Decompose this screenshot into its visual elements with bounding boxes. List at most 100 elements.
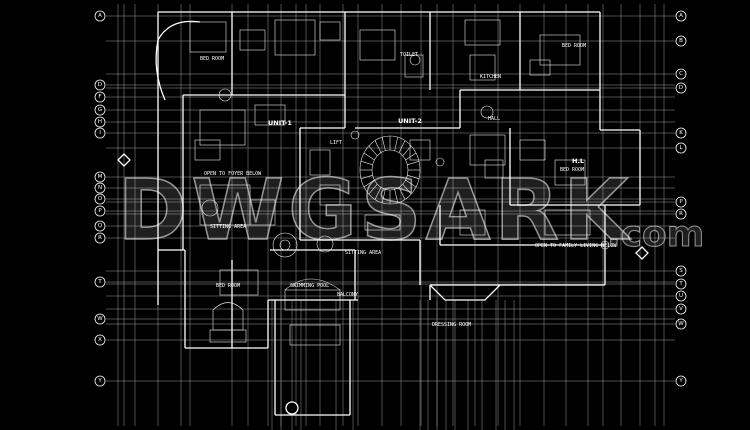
grid-bubble-left-m: M — [94, 171, 106, 183]
room-label-toilet: TOILET — [400, 52, 418, 58]
furniture-block — [484, 159, 504, 179]
svg-text:T: T — [97, 279, 102, 285]
svg-text:T: T — [678, 281, 683, 287]
furniture-block — [274, 19, 316, 56]
grid-bubbles-right: A B C D K L P R S T U V W Y — [675, 10, 687, 387]
stair-tread — [368, 145, 378, 157]
stair-tread — [405, 152, 417, 161]
furniture-block — [519, 139, 546, 161]
small-stair-core — [279, 239, 291, 251]
grid-bubble-right-w: W — [675, 318, 687, 330]
room-labels: BED ROOM BED ROOM BED ROOM UNIT-1 UNIT-2… — [200, 43, 617, 328]
bed-headboard — [209, 329, 247, 343]
svg-text:W: W — [678, 321, 684, 327]
furniture-block — [319, 21, 341, 41]
bay-window-south — [429, 284, 501, 301]
svg-text:P: P — [679, 199, 683, 205]
grid-bubble-right-y: Y — [675, 375, 687, 387]
svg-text:P: P — [98, 208, 102, 214]
stair-tread — [374, 187, 382, 200]
grid-bubble-right-u: U — [675, 290, 687, 302]
stair-tread — [368, 183, 378, 195]
svg-text:D: D — [98, 82, 102, 88]
furniture-block — [364, 214, 401, 231]
grid-lines — [106, 4, 675, 430]
grid-bubble-left-q: Q — [94, 220, 106, 232]
grid-bubble-right-t: T — [675, 278, 687, 290]
grid-bubble-right-b: B — [675, 35, 687, 47]
room-label-swimming-pool: SWIMMING POOL — [290, 283, 329, 289]
stair-tread — [402, 183, 412, 195]
stair-tread — [407, 174, 420, 180]
stair-tread — [381, 189, 386, 203]
room-label-unit-1: UNIT-1 — [268, 119, 292, 127]
round-fixture — [350, 130, 360, 140]
grid-bubble-right-s: S — [675, 265, 687, 277]
svg-text:Y: Y — [678, 378, 683, 384]
grid-bubble-right-l: L — [675, 142, 687, 154]
svg-text:R: R — [679, 211, 683, 217]
room-label-bed-room-e: BED ROOM — [560, 167, 584, 173]
grid-bubble-left-h: H — [94, 116, 106, 128]
room-label-open-to-family: OPEN TO FAMILY LIVING BELOW — [535, 243, 617, 249]
svg-text:M: M — [98, 174, 103, 180]
bed-furniture — [212, 302, 244, 331]
svg-text:D: D — [679, 85, 683, 91]
grid-bubble-left-t: T — [94, 276, 106, 288]
grid-bubble-right-a: A — [675, 10, 687, 22]
grid-bubble-left-f: F — [94, 91, 106, 103]
room-label-unit-2: UNIT-2 — [398, 117, 422, 125]
grid-bubble-right-p: P — [675, 196, 687, 208]
room-label-sitting-area-w: SITTING AREA — [210, 224, 246, 230]
round-fixture — [600, 240, 610, 250]
room-label-lift: LIFT — [330, 140, 342, 146]
furniture-block — [194, 139, 221, 161]
svg-text:B: B — [679, 38, 683, 44]
room-label-balcony: BALCONY — [337, 292, 358, 298]
furniture-block — [544, 209, 591, 236]
stair-tread — [360, 160, 373, 166]
stair-tread — [381, 137, 386, 151]
section-marker — [117, 153, 131, 167]
furniture-block — [249, 199, 276, 226]
room-label-hl-mark: H.L — [572, 157, 584, 165]
room-label-hall: HALL — [488, 116, 500, 122]
grid-bubble-left-g: G — [94, 104, 106, 116]
stair-tread — [374, 140, 382, 153]
room-label-sitting-area: SITTING AREA — [345, 250, 381, 256]
furniture-block — [199, 109, 246, 146]
furniture-block — [319, 184, 341, 206]
furniture-block — [554, 159, 586, 186]
svg-text:W: W — [97, 316, 103, 322]
grid-bubble-left-y: Y — [94, 375, 106, 387]
room-label-bed-room-sw: BED ROOM — [216, 283, 240, 289]
grid-bubble-right-k: K — [675, 127, 687, 139]
round-fixture — [435, 157, 445, 167]
grid-bubble-left-n: N — [94, 182, 106, 194]
grid-bubble-right-c: C — [675, 68, 687, 80]
stair-tread — [398, 140, 406, 153]
bay-window-curve — [157, 20, 201, 41]
stair-tread — [398, 187, 406, 200]
furniture-block — [409, 139, 431, 161]
furniture-block — [469, 134, 506, 166]
bay-window-curve — [155, 39, 166, 101]
furniture-block — [464, 19, 501, 46]
furniture-block — [254, 104, 286, 126]
svg-text:Q: Q — [98, 223, 103, 229]
grid-bubble-left-i: I — [94, 127, 106, 139]
grid-bubble-left-a: A — [94, 10, 106, 22]
svg-text:F: F — [98, 94, 101, 100]
furniture-block — [189, 21, 227, 53]
grid-bubble-left-x: X — [94, 334, 106, 346]
furniture-block — [219, 269, 259, 296]
svg-text:U: U — [679, 293, 683, 299]
room-label-bed-room-ne: BED ROOM — [562, 43, 586, 49]
svg-text:K: K — [679, 130, 683, 136]
svg-text:H: H — [98, 119, 102, 125]
svg-text:A: A — [679, 13, 683, 19]
round-fixture — [409, 54, 421, 66]
stair-tread — [394, 189, 399, 203]
walls — [117, 11, 649, 416]
